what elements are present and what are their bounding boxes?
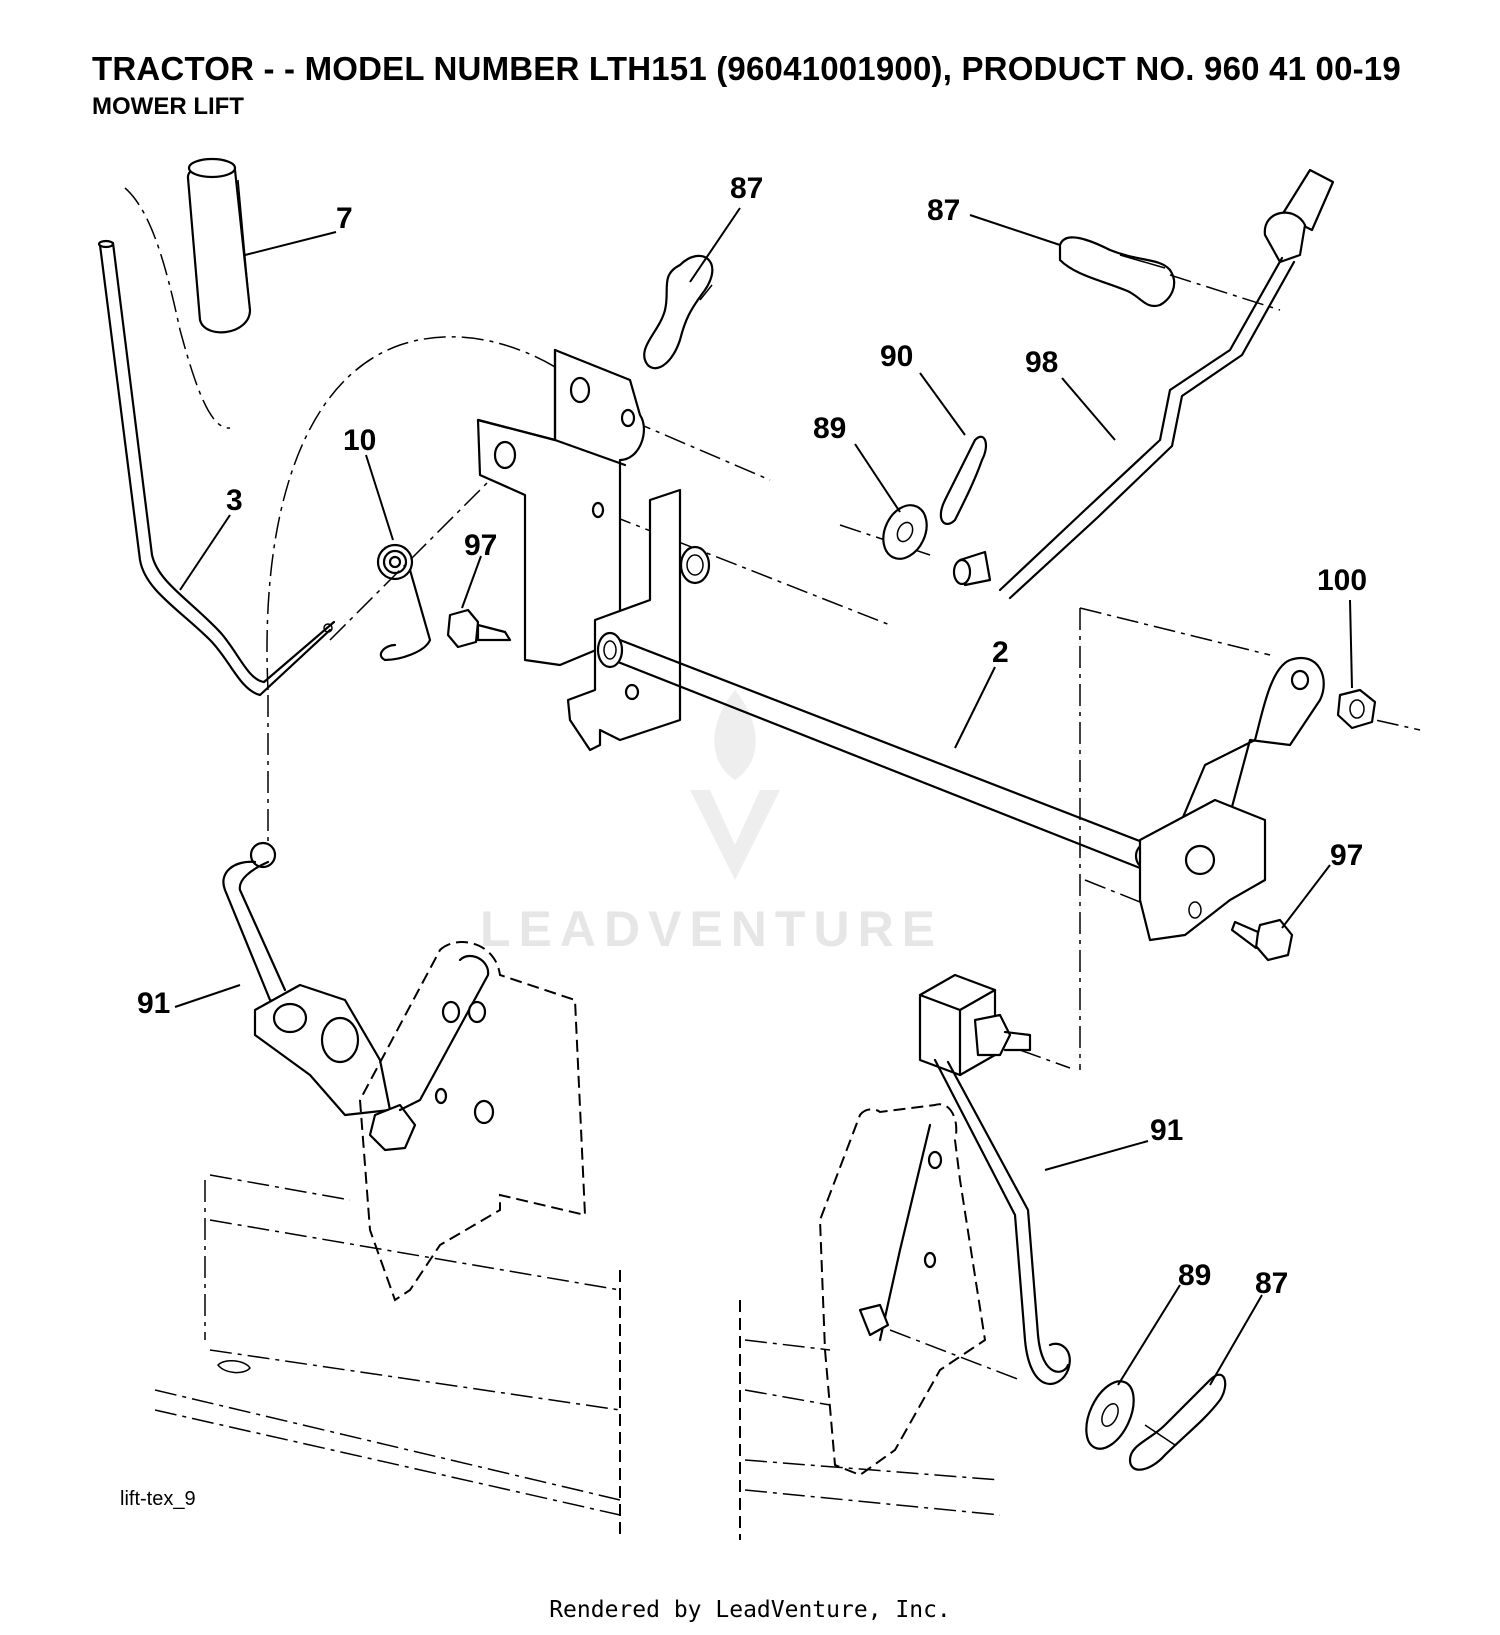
callout-2: 2 [992, 636, 1009, 669]
callout-89-bottom: 89 [1178, 1259, 1211, 1292]
callout-91-right: 91 [1150, 1114, 1183, 1147]
mower-deck-right-outline [739, 1300, 1001, 1540]
callout-100: 100 [1317, 564, 1367, 597]
hairpin-clip-small-part [939, 435, 988, 525]
deck-bracket-right-part [818, 1103, 987, 1477]
watermark-logo-icon [690, 690, 780, 880]
callout-90: 90 [880, 340, 913, 373]
lift-link-right-part [933, 1058, 1071, 1385]
washer-bottom-part [1085, 1380, 1135, 1450]
callout-3: 3 [226, 484, 243, 517]
washer-top-part [882, 504, 928, 560]
lift-link-rod-part [952, 168, 1335, 600]
nut-part [1336, 688, 1377, 730]
deck-bracket-left-part [358, 941, 587, 1302]
mower-deck-left-outline [154, 1174, 621, 1540]
lift-link-left-part [222, 841, 417, 1152]
callout-91-left: 91 [137, 987, 170, 1020]
upper-bracket-part [476, 348, 645, 667]
callout-87-top: 87 [730, 172, 763, 205]
callout-89-top: 89 [813, 412, 846, 445]
watermark-text: LEADVENTURE [480, 901, 944, 957]
hairpin-clip-bottom-part [1128, 1373, 1227, 1471]
trunnion-part [918, 973, 1032, 1077]
lift-lever-part [97, 239, 336, 697]
page-title: TRACTOR - - MODEL NUMBER LTH151 (9604100… [92, 50, 1401, 87]
lift-shaft-part [596, 631, 1166, 872]
footer-credit: Rendered by LeadVenture, Inc. [549, 1597, 951, 1623]
callout-87-bottom: 87 [1255, 1267, 1288, 1300]
callout-87-right: 87 [927, 194, 960, 227]
bolt-left-part [446, 608, 512, 649]
hairpin-clip-top-part [643, 254, 714, 370]
page-subtitle: MOWER LIFT [92, 93, 244, 120]
bolt-right-part [1230, 918, 1294, 962]
callout-97-left: 97 [464, 529, 497, 562]
figure-id: lift-tex_9 [120, 1488, 196, 1510]
callout-10: 10 [343, 424, 376, 457]
callout-98: 98 [1025, 346, 1058, 379]
leader-lines [174, 207, 1353, 1386]
spring-part [376, 543, 432, 662]
lower-bracket-part [566, 488, 711, 752]
callout-7: 7 [336, 202, 353, 235]
callout-labels: 7 87 87 90 98 89 10 3 97 100 2 97 91 91 … [137, 172, 1367, 1300]
callout-97-right: 97 [1330, 839, 1363, 872]
handle-grip-part [186, 157, 252, 334]
hairpin-clip-right-part [1058, 236, 1176, 308]
lift-arm-part [1138, 657, 1325, 942]
